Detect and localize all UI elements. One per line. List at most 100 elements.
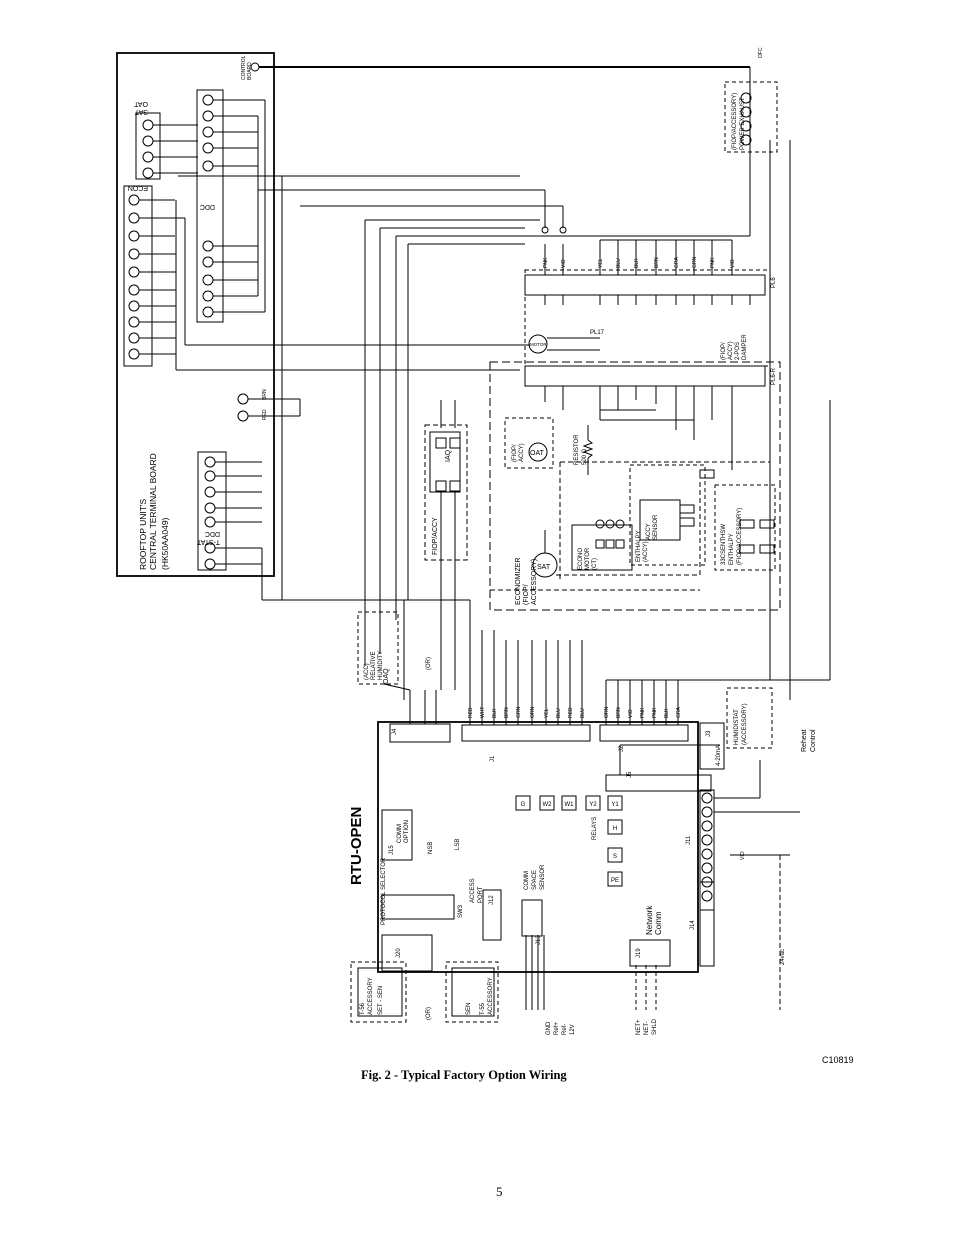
j14-connector bbox=[699, 881, 715, 967]
oat-box bbox=[504, 417, 554, 469]
j12-box bbox=[482, 889, 502, 941]
enthalpy-label-2: (ACCY) bbox=[643, 541, 649, 562]
24vac-label: 24vac bbox=[780, 949, 786, 965]
j5-connector bbox=[605, 774, 712, 792]
control-board-label-1: CONTROL bbox=[241, 55, 247, 80]
access-port-line-2: PORT bbox=[478, 886, 484, 903]
enthalpy2-label-1: 33CSENTHSW bbox=[721, 524, 727, 565]
humidistat-label-2: (ACCESSORY) bbox=[742, 703, 748, 745]
ddc-upper-label: DDC bbox=[200, 203, 215, 210]
damper-label-1: (FIOP/ bbox=[721, 342, 727, 360]
j19-connector bbox=[629, 939, 671, 967]
t56-accessory-label: ACCESSORY bbox=[368, 977, 374, 1015]
comm-space-sensor-3: SENSOR bbox=[540, 864, 546, 890]
pl6-wires bbox=[544, 239, 733, 275]
damper-label-2: ACCY) bbox=[728, 341, 734, 360]
access-port-line-1: ACCESS bbox=[470, 878, 476, 903]
comm-label: Comm bbox=[654, 911, 663, 935]
j20-label: J20 bbox=[396, 948, 402, 958]
j13-connector bbox=[521, 899, 543, 937]
j11-connector bbox=[699, 789, 715, 911]
sw3-label: SW3 bbox=[458, 904, 464, 918]
power-exhaust-box bbox=[724, 81, 778, 153]
12v-label: 12V bbox=[570, 1024, 576, 1035]
iaq-label: IAQ bbox=[445, 449, 452, 462]
relay-g: G bbox=[521, 802, 526, 808]
relay-w1: W1 bbox=[565, 802, 575, 808]
pl6-wire-2: VIO bbox=[561, 259, 567, 268]
pl6-wire-4: BLU bbox=[616, 258, 622, 268]
sat-label: SAT bbox=[134, 108, 148, 115]
j2-wire-1: ORN bbox=[604, 707, 610, 719]
brn-label: BRN bbox=[262, 389, 268, 400]
sat-oat-wires bbox=[153, 124, 198, 174]
relay-s: S bbox=[613, 854, 617, 860]
relative-humidity-label-1: (ACC) bbox=[364, 663, 370, 680]
sat-oat-terminals bbox=[142, 119, 154, 179]
t56-terminals-label: SET - SEN bbox=[378, 986, 384, 1015]
j2-label: J2 bbox=[619, 745, 625, 752]
central-terminal-board-box bbox=[116, 52, 275, 577]
figure-caption: Fig. 2 - Typical Factory Option Wiring bbox=[361, 1068, 567, 1082]
pl6-label: PL6 bbox=[771, 277, 777, 288]
econ-terminals bbox=[128, 194, 140, 360]
sw3-switch bbox=[381, 894, 455, 920]
j15-line-2: OPTION bbox=[404, 820, 410, 843]
page-number: 5 bbox=[496, 1184, 503, 1199]
pl6-wire-3: YEL bbox=[598, 258, 604, 268]
humidistat-label-1: HUMIDISTAT bbox=[734, 709, 740, 745]
econo-motor-label-3: (CT) bbox=[592, 558, 598, 570]
power-exhaust-label-2: POWER EXHAUST bbox=[740, 97, 746, 150]
j1-wire-1: RED bbox=[468, 707, 474, 718]
pl6-wire-5: BLK bbox=[634, 258, 640, 268]
ddc-upper-block bbox=[196, 89, 224, 323]
ddc-upper-wires bbox=[213, 99, 266, 313]
enthalpy-accy-box bbox=[629, 464, 706, 566]
econ-block bbox=[123, 185, 153, 367]
pl6-wire-7: GRA bbox=[674, 257, 680, 269]
comm-wires bbox=[525, 760, 800, 1010]
econo-motor-box bbox=[571, 524, 633, 571]
ctb-subtitle: CENTRAL TERMINAL BOARD bbox=[148, 453, 158, 570]
j2-wire-5: PNK bbox=[652, 707, 658, 718]
econo-motor-terminals bbox=[595, 519, 625, 549]
control-board-label-2: BOARD bbox=[247, 62, 253, 80]
vio-label: VIO bbox=[740, 851, 746, 860]
j14-label: J14 bbox=[690, 920, 696, 930]
resistor-label-1: RESISTOR bbox=[574, 434, 580, 465]
comm-space-sensor-1: COMM bbox=[524, 871, 530, 890]
oat-sensor bbox=[528, 442, 548, 462]
rtu-open-title: RTU-OPEN bbox=[348, 807, 365, 885]
humidistat-box bbox=[726, 687, 773, 749]
damper-motor-symbol bbox=[528, 334, 548, 354]
shld-label: SHLD bbox=[652, 1018, 658, 1035]
t56-accessory-box bbox=[357, 967, 403, 1017]
enthalpy-label-1: ENTHALPY bbox=[636, 530, 642, 562]
j1-wire-4: BRN bbox=[504, 707, 510, 718]
lsb-label: LSB bbox=[455, 839, 461, 850]
j2-wire-2: BRN bbox=[616, 707, 622, 718]
motor-label: MOTOR bbox=[530, 342, 547, 347]
j1-wire-6: ORN bbox=[530, 707, 536, 719]
pl6-pins-top bbox=[544, 295, 751, 305]
j11-terminals bbox=[701, 792, 713, 902]
j11-label: J11 bbox=[686, 835, 692, 845]
sat-oat-block bbox=[135, 112, 161, 180]
ofc-label: OFC bbox=[758, 47, 764, 58]
j2-wire-3: VIO bbox=[628, 709, 634, 718]
pl17-label: PL17 bbox=[590, 330, 605, 336]
j1-connector bbox=[461, 724, 591, 742]
gnd-label: GND bbox=[546, 1021, 552, 1035]
j4-label: J4 bbox=[392, 728, 398, 735]
relay-pe: PE bbox=[611, 878, 619, 884]
oat-label: OAT bbox=[133, 100, 148, 107]
accy-sensor-label-2: SENSOR bbox=[653, 514, 659, 540]
diagram-code: C10819 bbox=[822, 1055, 854, 1065]
j1-wire-8: BLU bbox=[556, 708, 562, 718]
economizer-title: ECONOMIZER bbox=[515, 558, 522, 605]
ref-minus-label: Ref- bbox=[562, 1024, 568, 1035]
down-wires bbox=[469, 140, 831, 725]
econ-wires bbox=[139, 199, 185, 355]
relay-y1: Y1 bbox=[611, 802, 619, 808]
relative-humidity-label-2: RELATIVE bbox=[371, 651, 377, 680]
